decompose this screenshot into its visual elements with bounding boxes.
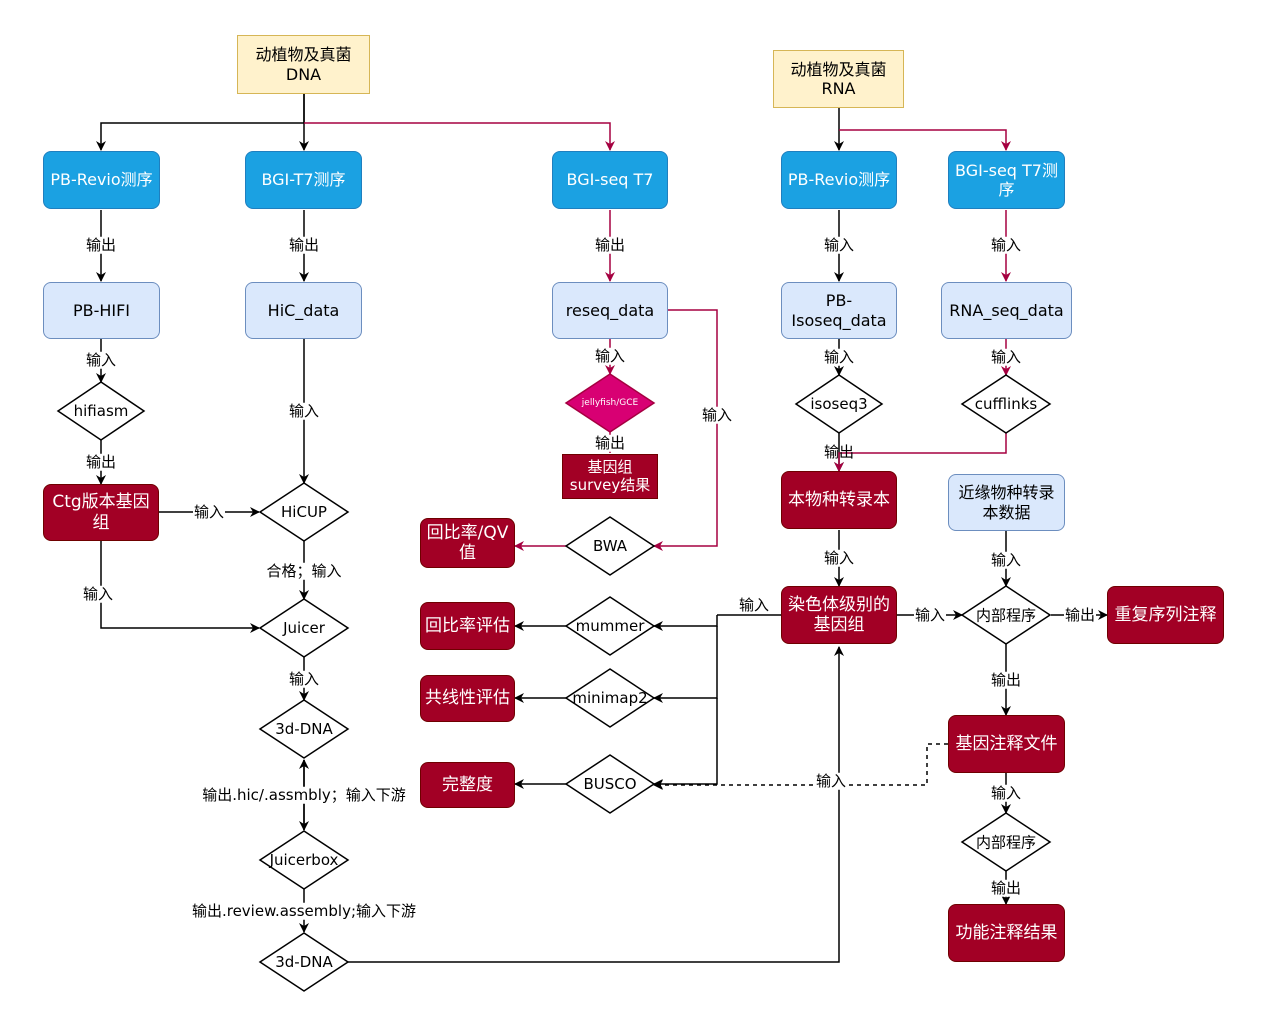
edge-label: 输出 (1063, 605, 1097, 624)
hifiasm-diamond (56, 381, 146, 441)
threed-dna-2-label: 3d-DNA (275, 953, 333, 971)
edge-bus-to-busco (653, 698, 718, 789)
isoseq3-label: isoseq3 (810, 395, 868, 413)
rna-source-node: 动植物及真菌 RNA (773, 50, 904, 108)
edge-3ddna-to-chromosome (348, 646, 844, 963)
juicerbox-diamond (258, 830, 350, 890)
edge-ctg-to-juicer (100, 541, 260, 633)
hicup-label: HiCUP (281, 503, 327, 521)
chromosome-genome-node: 染色体级别的 基因组 (781, 586, 897, 644)
edge-label: 输入 (989, 783, 1023, 802)
edge-cufflinks-to-transcriptome (834, 433, 1007, 472)
edge-label: 输入 (593, 346, 627, 365)
transcriptome-node: 本物种转录本 (781, 471, 897, 529)
mapping-eval-node: 回比率评估 (420, 602, 515, 650)
edge-label: 输出 (287, 235, 321, 254)
edge-label: 输入 (822, 235, 856, 254)
edge-label: 输入 (822, 347, 856, 366)
edge-label: 输出 (989, 878, 1023, 897)
edge-bus-to-mummer (653, 615, 718, 631)
edge-dna-to-pbrevio (96, 94, 305, 151)
minimap2-label: minimap2 (572, 689, 648, 707)
edge-bus-to-minimap2 (653, 626, 718, 703)
juicerbox-label: Juicerbox (269, 851, 339, 869)
edge-label: 输入 (81, 584, 115, 603)
edge-label: 输出 (989, 670, 1023, 689)
gene-annotation-file-node: 基因注释文件 (948, 715, 1065, 773)
internal-program-2-label: 内部程序 (975, 833, 1037, 852)
edge-annotation-to-busco-dashed (653, 743, 948, 790)
functional-annotation-node: 功能注释结果 (948, 904, 1065, 962)
edge-dna-to-bgiseq (304, 122, 615, 151)
internal-program-2-diamond (960, 812, 1052, 872)
hifiasm-label: hifiasm (73, 402, 129, 420)
edge-label: 输出.review.assembly;输入下游 (190, 901, 418, 920)
pb-isoseq-data-node: PB- Isoseq_data (781, 282, 897, 339)
edge-label: 输出 (823, 442, 855, 461)
edge-label: 输入 (913, 605, 947, 624)
edge-label: 输入 (814, 771, 848, 790)
repeat-annotation-node: 重复序列注释 (1107, 586, 1224, 644)
threed-dna-2-diamond (258, 932, 350, 992)
bgi-seq-t7-rna-node: BGI-seq T7测 序 (948, 151, 1065, 209)
bgi-seq-t7-node: BGI-seq T7 (552, 151, 668, 209)
internal-program-1-label: 内部程序 (975, 606, 1037, 625)
edge-label: 输入 (287, 401, 321, 420)
bwa-label: BWA (592, 537, 628, 555)
edge-label: 输出 (84, 235, 118, 254)
mapping-rate-qv-node: 回比率/QV 值 (420, 518, 515, 568)
edge-reseq-to-bwa (653, 309, 718, 551)
collinearity-eval-node: 共线性评估 (420, 675, 515, 722)
edge-label: 输入 (822, 548, 856, 567)
cufflinks-label: cufflinks (974, 395, 1038, 413)
pb-revio-dna-node: PB-Revio测序 (43, 151, 160, 209)
rna-seq-data-node: RNA_seq_data (941, 282, 1072, 339)
edge-label: 输出 (593, 433, 627, 452)
minimap2-diamond (564, 668, 656, 728)
jellyfish-diamond (564, 373, 656, 433)
ctg-genome-node: Ctg版本基因 组 (43, 484, 159, 541)
threed-dna-1-label: 3d-DNA (275, 720, 333, 738)
edge-label: 输出.hic/.assmbly；输入下游 (201, 785, 407, 804)
edge-label: 输入 (84, 350, 118, 369)
completeness-node: 完整度 (420, 762, 515, 808)
edge-label: 输出 (593, 235, 627, 254)
juicer-label: Juicer (283, 619, 325, 637)
edge-label: 输入 (737, 595, 771, 614)
edge-label: 输入 (989, 235, 1023, 254)
jellyfish-gce-label: jellyfish/GCE (581, 398, 639, 408)
pb-revio-rna-node: PB-Revio测序 (781, 151, 897, 209)
edge-label: 输入 (989, 347, 1023, 366)
bgi-t7-node: BGI-T7测序 (245, 151, 362, 209)
hic-data-node: HiC_data (245, 282, 362, 339)
busco-diamond (564, 754, 656, 814)
bwa-diamond (564, 516, 656, 576)
hicup-diamond (258, 482, 350, 542)
busco-label: BUSCO (583, 775, 637, 793)
related-transcriptome-node: 近缘物种转录 本数据 (948, 474, 1065, 531)
threed-dna-1-diamond (258, 699, 350, 759)
juicer-diamond (258, 598, 350, 658)
edge-rna-to-bgiseq (839, 129, 1011, 151)
edge-label: 合格；输入 (265, 561, 343, 580)
genome-survey-node: 基因组 survey结果 (562, 454, 658, 499)
internal-program-1-diamond (960, 585, 1052, 645)
dna-source-node: 动植物及真菌 DNA (237, 35, 370, 94)
mummer-label: mummer (575, 617, 645, 635)
reseq-data-node: reseq_data (552, 282, 668, 339)
pb-hifi-node: PB-HIFI (43, 282, 160, 339)
edge-label: 输入 (192, 502, 226, 521)
mummer-diamond (564, 596, 656, 656)
isoseq3-diamond (794, 374, 884, 434)
cufflinks-diamond (960, 374, 1052, 434)
edge-label: 输出 (84, 452, 118, 471)
edge-label: 输入 (700, 405, 734, 424)
edge-label: 输入 (989, 550, 1023, 569)
edge-label: 输入 (287, 669, 321, 688)
